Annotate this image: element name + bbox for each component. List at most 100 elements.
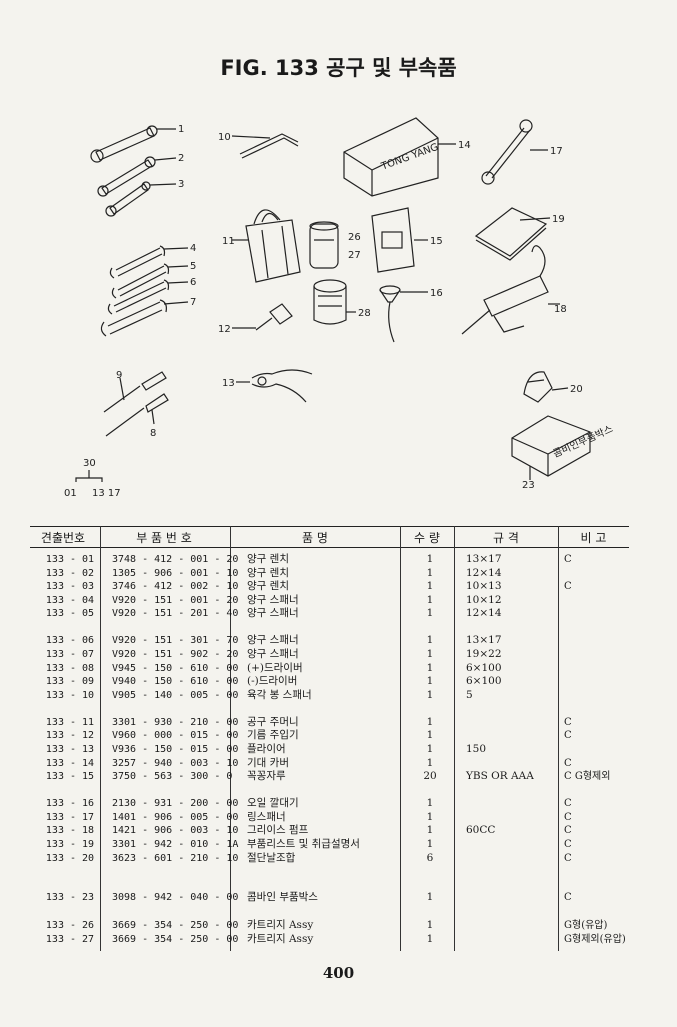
cell-spec: 13×17 — [466, 634, 502, 646]
callout-30: 30 — [83, 458, 96, 469]
callout-26: 26 — [348, 232, 361, 243]
cell-no: 133 - 03 — [45, 581, 95, 592]
callout-30-bracket — [75, 470, 103, 482]
cell-qty: 1 — [426, 662, 434, 674]
tool-bag-icon — [232, 209, 301, 283]
callout-28: 28 — [358, 308, 371, 319]
cell-qty: 1 — [426, 729, 434, 741]
cell-name: 카트리지 Assy — [247, 933, 314, 945]
table-header: 견출번호 부 품 번 호 품 명 수 량 규 격 비 고 — [30, 526, 629, 548]
cell-spec: 5 — [466, 689, 473, 701]
cell-part: 3098 - 942 - 040 - 00 — [112, 892, 239, 903]
callout-01: 01 — [64, 488, 77, 499]
cell-part: V920 - 151 - 301 - 70 — [112, 635, 239, 646]
page-title: FIG. 133 공구 및 부속품 — [220, 56, 457, 80]
callout-14: 14 — [458, 140, 471, 151]
cell-part: V920 - 151 - 001 - 20 — [112, 595, 239, 606]
callout-16: 16 — [430, 288, 443, 299]
cell-qty: 1 — [426, 838, 434, 850]
cell-name: 양구 스패너 — [247, 594, 299, 606]
cell-name: 오일 깔대기 — [247, 797, 299, 809]
callout-20: 20 — [570, 384, 583, 395]
cell-qty: 20 — [423, 770, 437, 782]
cell-name: 양구 스패너 — [247, 607, 299, 619]
cell-no: 133 - 16 — [45, 798, 95, 809]
cell-qty: 1 — [426, 919, 434, 931]
callout-19: 19 — [552, 214, 565, 225]
cell-qty: 1 — [426, 580, 434, 592]
cell-no: 133 - 02 — [45, 568, 95, 579]
cell-spec: 60CC — [466, 824, 496, 836]
screwdriver-icon — [103, 371, 169, 437]
cell-remark: C — [564, 798, 572, 809]
cell-qty: 1 — [426, 891, 434, 903]
cell-name: 카트리지 Assy — [247, 919, 314, 931]
cell-part: 3257 - 940 - 003 - 10 — [112, 758, 239, 769]
cell-qty: 1 — [426, 716, 434, 728]
callout-5: 5 — [190, 261, 196, 272]
cell-no: 133 - 04 — [45, 595, 95, 606]
cell-no: 133 - 17 — [45, 812, 95, 823]
cell-part: V905 - 140 - 005 - 00 — [112, 690, 239, 701]
cell-part: V920 - 151 - 201 - 40 — [112, 608, 239, 619]
cell-remark: C — [564, 730, 572, 741]
cell-part: V920 - 151 - 902 - 20 — [112, 649, 239, 660]
cell-qty: 1 — [426, 675, 434, 687]
cell-qty: 1 — [426, 933, 434, 945]
cell-qty: 1 — [426, 634, 434, 646]
cell-remark: C — [564, 853, 572, 864]
header-part-name: 품 명 — [302, 531, 328, 545]
callout-12: 12 — [218, 324, 231, 335]
cell-no: 133 - 10 — [45, 690, 95, 701]
cell-part: 3301 - 942 - 010 - 1A — [112, 839, 239, 850]
cell-no: 133 - 26 — [45, 920, 95, 931]
box-wrench-icon — [90, 125, 177, 217]
cell-spec: 6×100 — [466, 675, 502, 687]
cell-no: 133 - 07 — [45, 649, 95, 660]
callout-18: 18 — [554, 304, 567, 315]
cell-remark: C — [564, 554, 572, 565]
callout-23: 23 — [522, 480, 535, 491]
cell-name: 링스패너 — [247, 811, 286, 823]
cell-name: 육각 봉 스패너 — [247, 689, 312, 701]
cell-name: 플라이어 — [247, 743, 286, 755]
cell-part: 3623 - 601 - 210 - 10 — [112, 853, 239, 864]
cell-part: 3669 - 354 - 250 - 00 — [112, 934, 239, 945]
parts-illustration: TONG YANG 콤비인부품박스 — [64, 117, 615, 499]
cell-remark: C — [564, 825, 572, 836]
grease-pump-icon — [461, 245, 560, 335]
funnel-icon — [379, 285, 428, 343]
cell-part: V940 - 150 - 610 - 00 — [112, 676, 239, 687]
cell-name: 꼭꽁자루 — [247, 770, 286, 782]
cell-name: 양구 스패너 — [247, 648, 299, 660]
cell-part: V960 - 000 - 015 - 00 — [112, 730, 239, 741]
cell-part: 2130 - 931 - 200 - 00 — [112, 798, 239, 809]
callout-13-17: 13 17 — [92, 488, 121, 499]
blade-assembly-icon — [523, 371, 569, 403]
cell-part: 3750 - 563 - 300 - 0 — [112, 771, 233, 782]
oil-can-icon — [232, 303, 293, 331]
cell-qty: 1 — [426, 607, 434, 619]
cell-no: 133 - 18 — [45, 825, 95, 836]
manual-icon — [474, 207, 551, 261]
callout-1: 1 — [178, 124, 184, 135]
cell-spec: 10×13 — [466, 580, 502, 592]
ring-spanner-icon — [481, 119, 548, 185]
cell-qty: 1 — [426, 811, 434, 823]
callout-11: 11 — [222, 236, 235, 247]
callout-27: 27 — [348, 250, 361, 261]
cell-qty: 1 — [426, 553, 434, 565]
cell-no: 133 - 13 — [45, 744, 95, 755]
hex-key-icon — [231, 133, 299, 159]
cell-spec: 13×17 — [466, 553, 502, 565]
